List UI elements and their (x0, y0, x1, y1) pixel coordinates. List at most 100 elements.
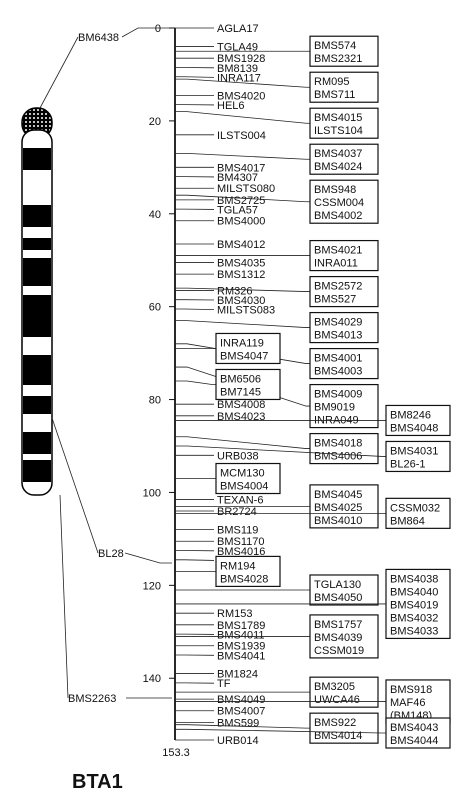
g-band (23, 432, 51, 454)
boxed-marker-label: BMS4010 (314, 515, 362, 527)
boxed-marker-label: BMS1757 (314, 619, 362, 631)
connector (39, 36, 79, 109)
marker-group-box (309, 71, 379, 103)
marker-label: BMS119 (217, 525, 258, 537)
boxed-marker-label: RM194 (220, 560, 255, 572)
marker-group-box (215, 462, 281, 495)
marker-connector (175, 559, 215, 561)
ideogram-marker-label: BM6438 (78, 32, 119, 44)
marker-label: AGLA17 (217, 23, 259, 35)
marker-group-box (385, 717, 451, 749)
boxed-marker-label: BMS4050 (314, 592, 362, 604)
marker-group-box (309, 574, 379, 606)
boxed-marker-label: BMS4048 (390, 422, 438, 434)
boxed-marker-label: BMS4019 (390, 599, 438, 611)
marker-connector (175, 76, 215, 78)
group-connector (175, 380, 216, 385)
marker-group-box (215, 332, 281, 365)
marker-label: BMS599 (217, 717, 259, 729)
g-band (23, 258, 51, 286)
boxed-marker-label: TGLA130 (314, 579, 361, 591)
group-connector (175, 724, 310, 729)
boxed-marker-label: BMS4006 (314, 451, 362, 463)
marker-label: TGLA49 (217, 42, 258, 54)
connector (121, 27, 172, 38)
marker-group-box (309, 484, 379, 529)
marker-group-box (309, 311, 379, 344)
boxed-marker-label: BMS4033 (390, 625, 438, 637)
boxed-marker-label: BM8246 (390, 409, 431, 421)
connector (59, 494, 69, 699)
boxed-marker-label: BMS4029 (314, 317, 362, 329)
axis-tick-label: 40 (149, 209, 161, 221)
boxed-marker-label: ILSTS104 (314, 125, 363, 137)
marker-label: BM4307 (217, 172, 258, 184)
marker-label: TGLA57 (217, 204, 258, 216)
boxed-marker-label: BMS4031 (390, 445, 438, 457)
boxed-marker-label: BL26-1 (390, 458, 425, 470)
marker-label: BMS4012 (217, 239, 265, 251)
marker-group-box (309, 107, 379, 139)
boxed-marker-label: BMS4025 (314, 502, 362, 514)
marker-label: BMS1312 (217, 269, 265, 281)
g-band (23, 295, 51, 337)
g-band (23, 205, 51, 227)
group-connector (175, 78, 310, 88)
group-connector (175, 111, 310, 124)
marker-group-box (309, 143, 379, 175)
axis-max-label: 153.3 (162, 747, 190, 759)
marker-label: MILSTS083 (217, 305, 275, 317)
ideogram-markers: BM6438 BL28 BMS2263 (39, 27, 172, 705)
chromosome-ideogram (21, 107, 53, 496)
marker-label: BMS1939 (217, 641, 265, 653)
marker-group-box (309, 239, 379, 272)
group-connector (175, 194, 310, 203)
boxed-marker-label: BM3205 (314, 681, 355, 693)
boxed-marker-label: BMS4003 (314, 366, 362, 378)
marker-group-box (385, 440, 451, 473)
ideogram-marker-label: BMS2263 (68, 693, 116, 705)
marker-label: TF (217, 678, 231, 690)
marker-group-box (385, 568, 451, 640)
marker-label: HEL6 (217, 100, 245, 112)
boxed-marker-label: BMS4024 (314, 161, 362, 173)
boxed-marker-label: BMS574 (314, 40, 356, 52)
boxed-marker-label: UWCA46 (314, 694, 360, 706)
marker-group-box (309, 35, 379, 67)
boxed-marker-label: BMS922 (314, 717, 356, 729)
boxed-marker-label: BMS4038 (390, 573, 438, 585)
boxed-marker-label: BMS4045 (314, 489, 362, 501)
group-connector (175, 320, 310, 328)
marker-label: BMS1789 (217, 620, 265, 632)
chromosome-title: BTA1 (72, 771, 123, 793)
marker-label: BMS4011 (217, 629, 265, 641)
marker-label: RM326 (217, 285, 252, 297)
marker-label: BM1824 (217, 669, 258, 681)
marker-group-box (309, 179, 379, 224)
boxed-marker-label: CSSM019 (314, 645, 364, 657)
group-connector (175, 445, 386, 457)
g-band (23, 355, 51, 385)
boxed-marker-label: CSSM004 (314, 197, 364, 209)
marker-label: BMS4030 (217, 295, 265, 307)
boxed-marker-groups: BMS574BMS2321RM095BMS711BMS4015ILSTS104B… (175, 35, 451, 749)
marker-label: BMS4000 (217, 216, 265, 228)
boxed-marker-label: BMS4037 (314, 148, 362, 160)
marker-label: BMS4016 (217, 546, 265, 558)
boxed-marker-label: CSSM032 (390, 502, 440, 514)
marker-group-box (309, 614, 379, 659)
marker-label: BMS4049 (217, 694, 265, 706)
g-band (23, 460, 51, 482)
boxed-marker-label: BM864 (390, 515, 425, 527)
axis-tick-label: 80 (149, 395, 161, 407)
marker-group-box (385, 404, 451, 437)
boxed-marker-label: BMS711 (314, 89, 355, 101)
axis-tick-label: 100 (143, 487, 161, 499)
marker-group-box (309, 432, 379, 465)
marker-label: BMS4007 (217, 706, 265, 718)
boxed-marker-label: MCM130 (220, 468, 265, 480)
marker-label: BMS1928 (217, 53, 265, 65)
boxed-marker-label: BMS4004 (220, 481, 268, 493)
